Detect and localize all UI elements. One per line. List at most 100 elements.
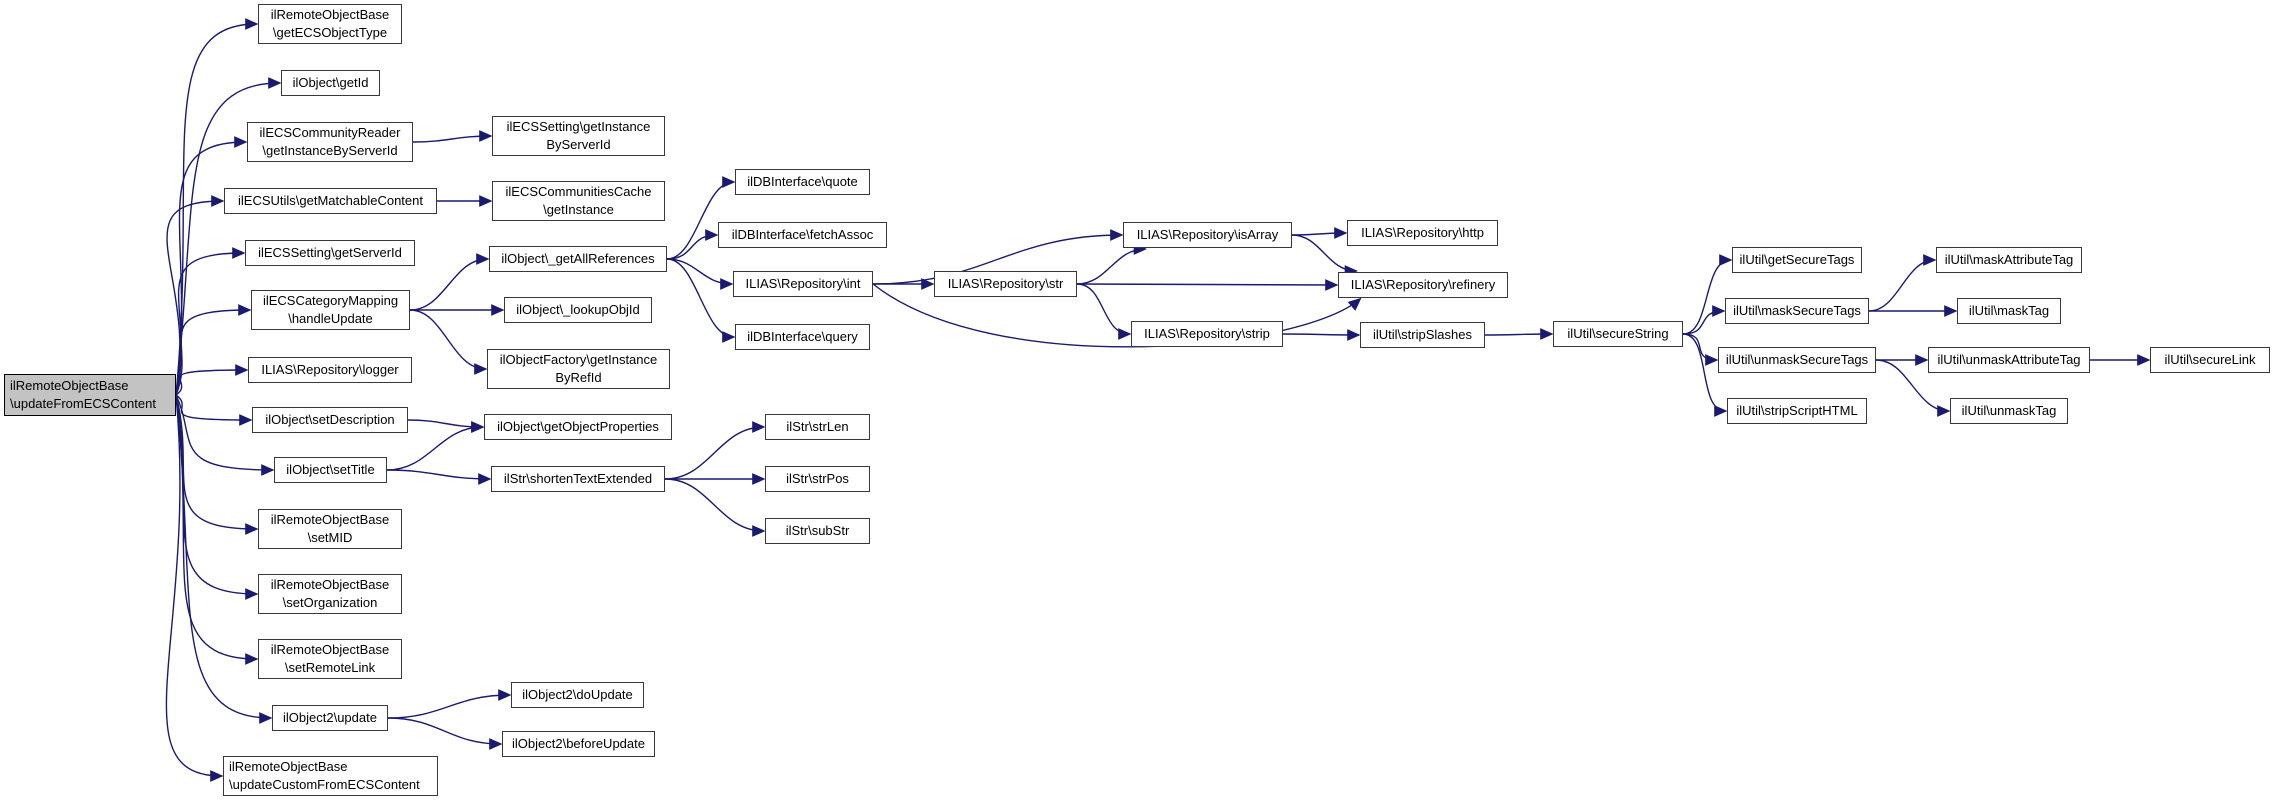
call-edge-root--get-server-id — [175, 247, 246, 396]
graph-node-label: ilRemoteObjectBase — [270, 512, 390, 527]
graph-node-unmask-attribute-tag[interactable]: ilUtil\unmaskAttributeTag — [1928, 347, 2090, 373]
graph-node-label: ilUtil\maskTag — [1968, 303, 2050, 318]
call-edge-get-all-references--quote — [666, 176, 736, 260]
graph-node-get-all-references[interactable]: ilObject\_getAllReferences — [489, 246, 667, 272]
graph-node-label: ILIAS\Repository\http — [1361, 225, 1484, 240]
graph-node-get-secure-tags[interactable]: ilUtil\getSecureTags — [1732, 247, 1862, 273]
graph-node-set-title[interactable]: ilObject\setTitle — [274, 457, 387, 483]
call-edge-repo-str--refinery — [1076, 279, 1339, 291]
graph-node-get-matchable-content[interactable]: ilECSUtils\getMatchableContent — [224, 188, 437, 214]
graph-node-community-reader-get-instance[interactable]: ilECSCommunityReader\getInstanceByServer… — [247, 122, 413, 162]
graph-node-repo-str[interactable]: ILIAS\Repository\str — [934, 271, 1077, 297]
graph-node-http[interactable]: ILIAS\Repository\http — [1347, 220, 1498, 246]
graph-node-mask-tag[interactable]: ilUtil\maskTag — [1957, 298, 2061, 324]
call-edge-root--get-matchable-content — [166, 195, 225, 396]
graph-node-label: ilObject\setTitle — [286, 462, 375, 477]
graph-node-set-remote-link[interactable]: ilRemoteObjectBase \setRemoteLink — [258, 639, 402, 679]
graph-node-communities-cache-get-instance[interactable]: ilECSCommunitiesCache\getInstance — [492, 181, 665, 221]
graph-node-label: ilStr\strLen — [786, 419, 849, 434]
call-edge-strip--strip-slashes — [1282, 329, 1361, 341]
graph-node-label: ilRemoteObjectBase — [270, 7, 390, 22]
call-edge-get-all-references--repo-int — [666, 258, 734, 290]
call-edge-secure-string--strip-script-html — [1682, 333, 1728, 417]
graph-node-strip-script-html[interactable]: ilUtil\stripScriptHTML — [1727, 398, 1867, 424]
call-edge-root--set-description — [175, 394, 253, 426]
graph-node-is-array[interactable]: ILIAS\Repository\isArray — [1123, 222, 1292, 248]
call-edge-handle-update--factory-get-instance-by-ref-id — [409, 309, 488, 375]
graph-node-label: ilObject2\beforeUpdate — [512, 736, 645, 751]
graph-node-set-description[interactable]: ilObject\setDescription — [252, 407, 408, 433]
call-edge-shorten-text-extended--str-len — [664, 421, 766, 480]
graph-node-label: ILIAS\Repository\strip — [1144, 326, 1270, 341]
graph-node-handle-update[interactable]: ilECSCategoryMapping \handleUpdate — [251, 290, 410, 330]
graph-node-set-mid[interactable]: ilRemoteObjectBase\setMID — [258, 509, 402, 549]
graph-node-quote[interactable]: ilDBInterface\quote — [735, 169, 870, 195]
call-edge-is-array--http — [1291, 227, 1348, 239]
graph-node-label: ilRemoteObjectBase — [270, 642, 390, 657]
call-edge-root--set-title — [175, 394, 275, 476]
graph-node-refinery[interactable]: ILIAS\Repository\refinery — [1338, 272, 1508, 298]
graph-node-before-update[interactable]: ilObject2\beforeUpdate — [502, 731, 655, 757]
graph-node-logger[interactable]: ILIAS\Repository\logger — [248, 357, 412, 383]
graph-node-label: ilUtil\secureString — [1567, 326, 1669, 341]
graph-node-secure-string[interactable]: ilUtil\secureString — [1553, 321, 1683, 347]
graph-node-fetch-assoc[interactable]: ilDBInterface\fetchAssoc — [718, 222, 887, 248]
graph-node-unmask-secure-tags[interactable]: ilUtil\unmaskSecureTags — [1718, 347, 1876, 373]
graph-node-mask-secure-tags[interactable]: ilUtil\maskSecureTags — [1725, 298, 1869, 324]
graph-node-label: ilObject\setDescription — [265, 412, 395, 427]
graph-node-get-id[interactable]: ilObject\getId — [281, 70, 380, 96]
call-edge-strip-slashes--secure-string — [1484, 328, 1554, 340]
graph-node-get-object-properties[interactable]: ilObject\getObjectProperties — [484, 414, 672, 440]
graph-node-label: ilECSSetting\getInstance — [506, 119, 651, 134]
call-edge-repo-int--is-array — [872, 229, 1124, 285]
graph-node-label: ilDBInterface\fetchAssoc — [731, 227, 874, 242]
graph-node-label: ilUtil\maskSecureTags — [1733, 303, 1861, 318]
graph-node-update[interactable]: ilObject2\update — [272, 705, 388, 731]
call-edge-handle-update--get-all-references — [409, 253, 490, 311]
graph-node-do-update[interactable]: ilObject2\doUpdate — [511, 682, 644, 708]
graph-node-sub-str[interactable]: ilStr\subStr — [765, 518, 870, 544]
graph-node-label: ilObject\_getAllReferences — [501, 251, 655, 266]
graph-node-get-ecs-object-type[interactable]: ilRemoteObjectBase\getECSObjectType — [258, 4, 402, 44]
graph-node-label: ilUtil\secureLink — [2164, 352, 2256, 367]
graph-node-label: ilECSCategoryMapping — [262, 293, 399, 308]
call-edge-root--handle-update — [175, 304, 252, 396]
call-edge-secure-string--unmask-secure-tags — [1682, 333, 1719, 366]
graph-node-label: ilStr\subStr — [785, 523, 850, 538]
graph-node-strip[interactable]: ILIAS\Repository\strip — [1131, 321, 1283, 347]
call-edge-root--set-organization — [175, 394, 259, 600]
graph-node-mask-attribute-tag[interactable]: ilUtil\maskAttributeTag — [1936, 247, 2082, 273]
graph-node-repo-int[interactable]: ILIAS\Repository\int — [733, 271, 873, 297]
graph-node-label: \handleUpdate — [288, 311, 373, 326]
call-edge-mask-secure-tags--mask-attribute-tag — [1868, 254, 1937, 312]
graph-node-shorten-text-extended[interactable]: ilStr\shortenTextExtended — [491, 466, 665, 492]
graph-node-label: ilRemoteObjectBase — [270, 577, 390, 592]
graph-node-secure-link[interactable]: ilUtil\secureLink — [2150, 347, 2270, 373]
graph-node-unmask-tag[interactable]: ilUtil\unmaskTag — [1950, 398, 2068, 424]
graph-node-set-organization[interactable]: ilRemoteObjectBase\setOrganization — [258, 574, 402, 614]
call-edge-root--get-id — [175, 77, 282, 396]
graph-node-label: ByRefId — [555, 370, 602, 385]
graph-node-label: ilDBInterface\query — [747, 329, 858, 344]
call-edge-secure-string--get-secure-tags — [1682, 254, 1733, 335]
graph-node-label: ilUtil\unmaskTag — [1961, 403, 2057, 418]
graph-node-update-custom[interactable]: ilRemoteObjectBase\updateCustomFromECSCo… — [223, 756, 438, 796]
graph-node-label: ilUtil\unmaskAttributeTag — [1937, 352, 2081, 367]
graph-node-str-len[interactable]: ilStr\strLen — [765, 414, 870, 440]
call-edge-update--do-update — [387, 689, 512, 719]
graph-node-label: ilUtil\getSecureTags — [1739, 252, 1855, 267]
graph-node-label: ByServerId — [546, 137, 611, 152]
graph-node-lookup-obj-id[interactable]: ilObject\_lookupObjId — [504, 297, 652, 323]
graph-node-str-pos[interactable]: ilStr\strPos — [765, 466, 870, 492]
call-edge-is-array--refinery — [1291, 234, 1358, 277]
graph-node-label: \getInstanceByServerId — [262, 143, 398, 158]
graph-node-label: ilStr\strPos — [786, 471, 849, 486]
graph-node-label: \setRemoteLink — [284, 660, 376, 675]
graph-node-query[interactable]: ilDBInterface\query — [735, 324, 870, 350]
graph-node-strip-slashes[interactable]: ilUtil\stripSlashes — [1360, 322, 1485, 348]
graph-node-label: ILIAS\Repository\refinery — [1350, 277, 1496, 292]
graph-node-get-server-id[interactable]: ilECSSetting\getServerId — [245, 240, 415, 266]
call-edge-root--update — [175, 394, 273, 724]
